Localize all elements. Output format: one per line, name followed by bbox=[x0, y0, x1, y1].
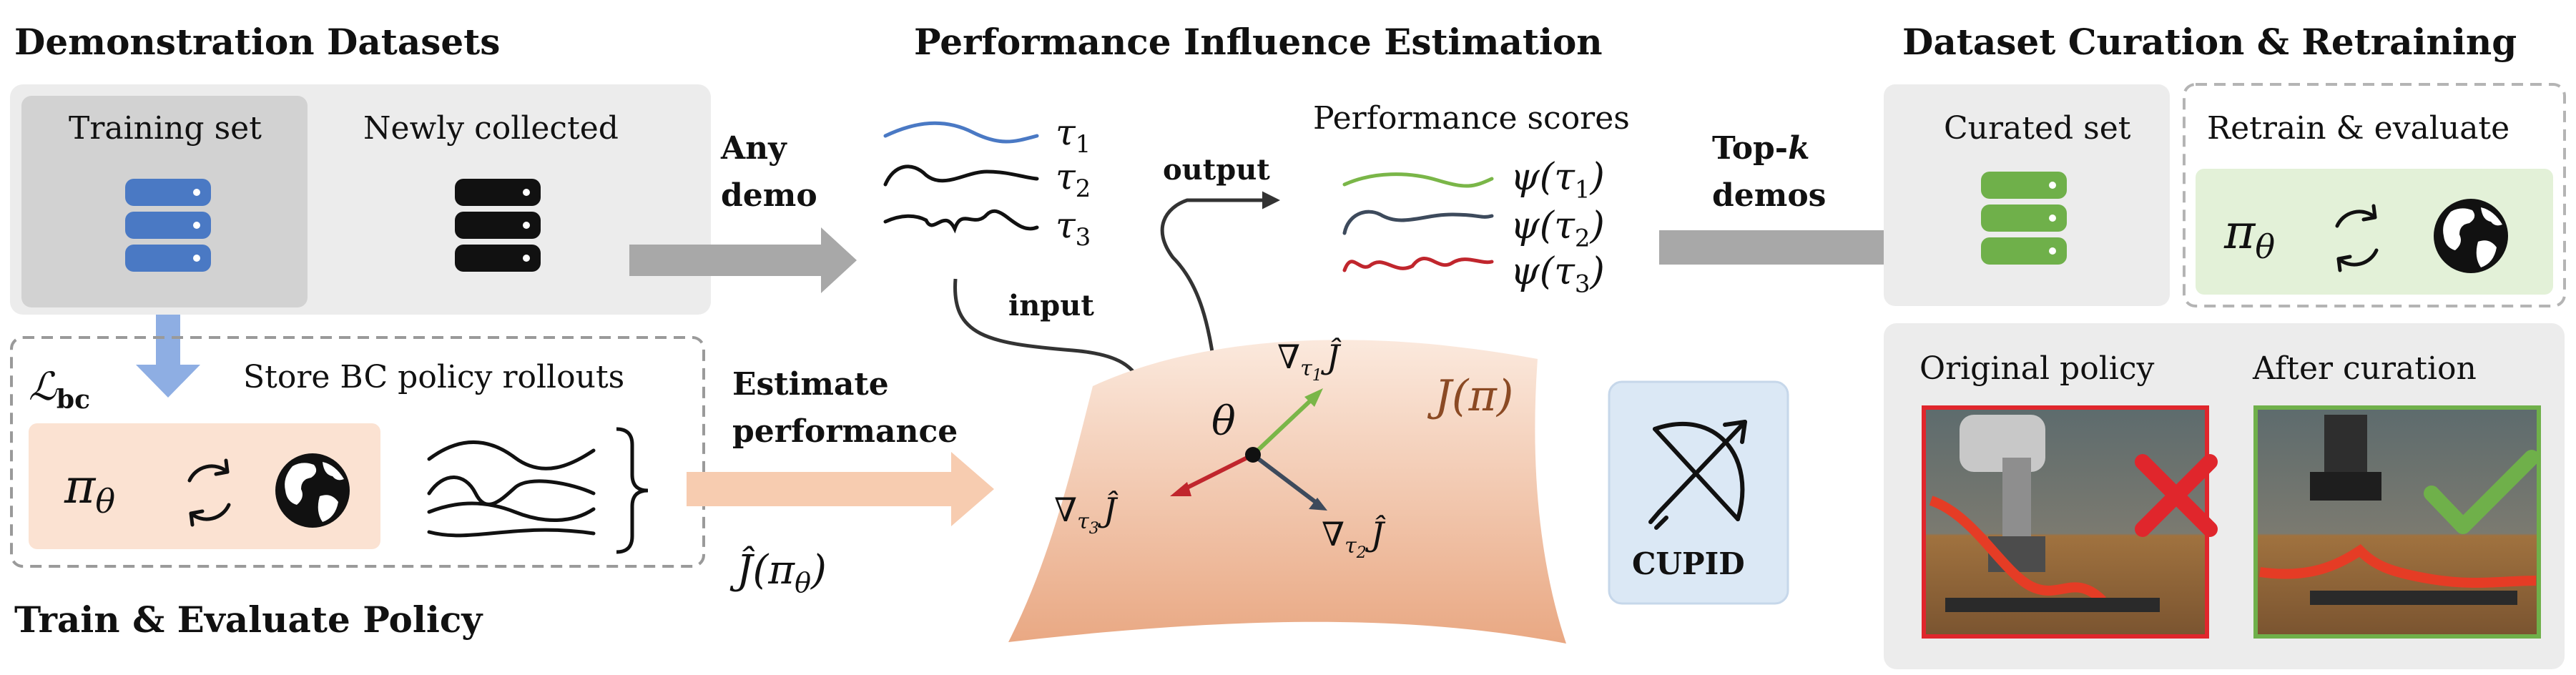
heading-train-evaluate: Train & Evaluate Policy bbox=[14, 598, 483, 641]
curated-set-label: Curated set bbox=[1944, 110, 2131, 147]
score-traj-2 bbox=[1342, 210, 1494, 235]
score-label-2: ψ(τ2) bbox=[1510, 205, 1605, 253]
any-demo-arrow bbox=[629, 227, 857, 293]
score-label-1: ψ(τ1) bbox=[1510, 156, 1605, 205]
estimate-label-2: performance bbox=[732, 413, 958, 450]
heading-performance-influence: Performance Influence Estimation bbox=[914, 21, 1603, 63]
rollout-trajectories bbox=[427, 440, 596, 538]
bow-arrow-icon bbox=[1648, 420, 1747, 530]
topk-label-1: Top-k bbox=[1712, 130, 1810, 167]
topk-label-2: demos bbox=[1712, 177, 1827, 214]
globe-icon bbox=[275, 453, 350, 528]
output-label: output bbox=[1163, 153, 1270, 187]
any-demo-label-2: demo bbox=[721, 177, 817, 214]
demo-traj-2 bbox=[883, 164, 1039, 187]
performance-scores-title: Performance scores bbox=[1313, 100, 1630, 137]
topk-arrow bbox=[1659, 212, 1940, 283]
store-rollouts-label: Store BC policy rollouts bbox=[243, 359, 625, 395]
retrain-label: Retrain & evaluate bbox=[2207, 110, 2510, 147]
curated-db-icon bbox=[1981, 172, 2067, 265]
objective-label: J(π) bbox=[1435, 371, 1514, 421]
heading-curation-retraining: Dataset Curation & Retraining bbox=[1902, 21, 2517, 63]
objective-landscape bbox=[1008, 340, 1566, 644]
demo-traj-3 bbox=[883, 209, 1039, 234]
input-label: input bbox=[1008, 289, 1094, 322]
demo-traj-1 bbox=[883, 121, 1039, 144]
bc-down-arrow bbox=[136, 315, 200, 398]
policy-dashed-box bbox=[10, 336, 705, 568]
success-check-icon bbox=[2424, 450, 2540, 534]
score-traj-3 bbox=[1342, 257, 1494, 272]
training-db-icon bbox=[125, 179, 211, 272]
after-curation-photo bbox=[2253, 405, 2541, 639]
demo-label-2: τ2 bbox=[1056, 156, 1091, 203]
score-traj-1 bbox=[1342, 172, 1494, 188]
output-arrow bbox=[1160, 191, 1280, 365]
demo-label-1: τ1 bbox=[1056, 112, 1091, 159]
training-set-label: Training set bbox=[69, 110, 262, 147]
curly-brace bbox=[616, 427, 649, 554]
after-curation-label: After curation bbox=[2253, 350, 2477, 387]
theta-label: θ bbox=[1211, 398, 1236, 445]
newly-collected-label: Newly collected bbox=[363, 110, 619, 147]
bc-loss-label: ℒbc bbox=[29, 364, 90, 415]
estimate-label-1: Estimate bbox=[732, 366, 889, 403]
policy-symbol: πθ bbox=[64, 459, 116, 521]
gradient-arrows bbox=[1170, 388, 1327, 511]
estimate-arrow bbox=[687, 452, 994, 526]
input-arrow bbox=[953, 278, 1150, 397]
cupid-label: CUPID bbox=[1632, 546, 1745, 581]
retrain-globe-icon bbox=[2434, 199, 2508, 273]
newly-collected-db-icon bbox=[455, 179, 541, 272]
failure-x-icon bbox=[2135, 454, 2218, 537]
cycle-icon bbox=[187, 458, 231, 527]
original-policy-photo bbox=[1922, 405, 2209, 639]
heading-demonstration-datasets: Demonstration Datasets bbox=[14, 21, 501, 63]
score-label-3: ψ(τ3) bbox=[1510, 250, 1605, 299]
estimated-performance-symbol: Ĵ(πθ) bbox=[737, 547, 827, 599]
retrain-cycle-icon bbox=[2335, 204, 2379, 272]
retrain-policy-symbol: πθ bbox=[2224, 205, 2276, 267]
original-policy-label: Original policy bbox=[1919, 350, 2155, 387]
any-demo-label-1: Any bbox=[721, 130, 787, 167]
demo-label-3: τ3 bbox=[1056, 205, 1091, 252]
retrain-dashed-box bbox=[2183, 83, 2566, 307]
